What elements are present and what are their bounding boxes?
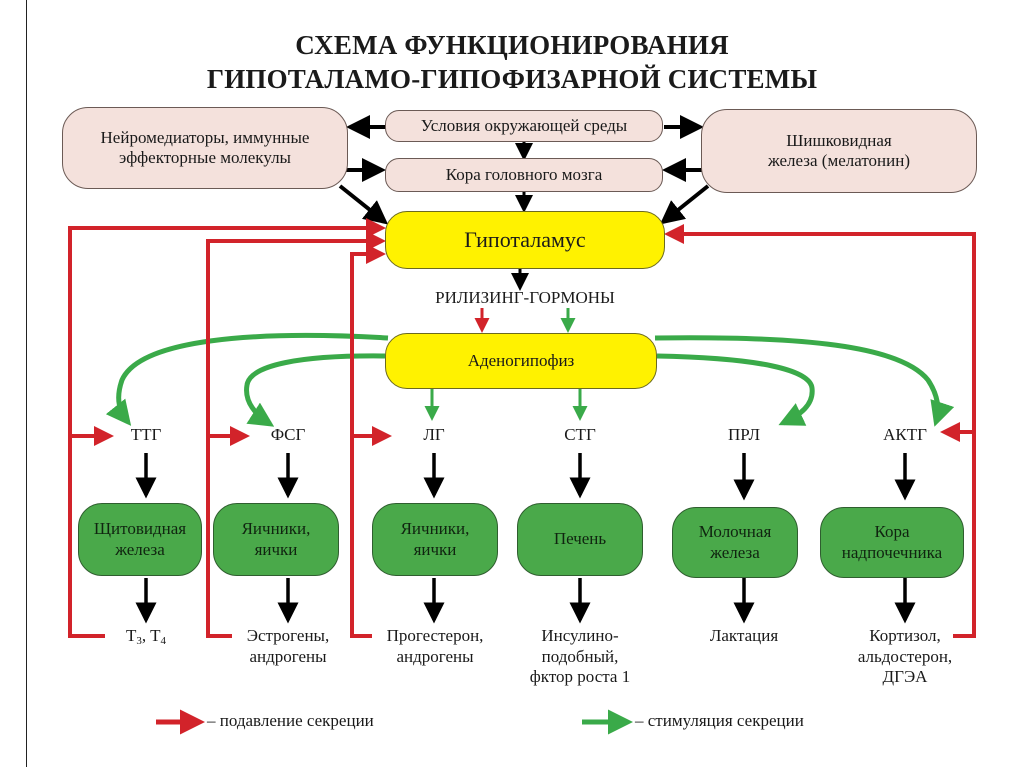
arrow-pineal-to-hypothalamus xyxy=(659,184,710,225)
feedback-loop-adrenal xyxy=(664,224,976,638)
hypothalamus-box: Гипоталамус xyxy=(385,211,665,269)
hormone-ttg: ТТГ xyxy=(130,425,162,444)
gonads-lg-line2: яички xyxy=(413,539,457,559)
pineal-line2: железа (мелатонин) xyxy=(767,151,911,170)
liver-box: Печень xyxy=(517,503,643,576)
arrow-neuro-to-hypothalamus xyxy=(338,184,389,225)
adrenal-line1: Кора xyxy=(874,522,910,542)
legend-stimulation-label: – стимуляция секреции xyxy=(635,711,804,730)
gonads-fsg-line2: яички xyxy=(254,539,298,559)
hormone-lg: ЛГ xyxy=(423,425,445,444)
adenohypophysis-box: Аденогипофиз xyxy=(385,333,657,389)
frame-border-line xyxy=(26,0,27,767)
releasing-hormones-label: РИЛИЗИНГ-ГОРМОНЫ xyxy=(435,288,615,307)
axis-arrows xyxy=(135,453,916,624)
stim-arrow-prl xyxy=(656,353,815,426)
hormone-prl: ПРЛ xyxy=(728,425,760,444)
mammary-line1: Молочная xyxy=(698,522,772,542)
feedback-loop-gonads-lg xyxy=(350,244,386,638)
cortex-box: Кора головного мозга xyxy=(385,158,663,192)
liver-label: Печень xyxy=(553,529,607,549)
product-prl: Лактация xyxy=(709,626,779,645)
hormone-stg: СТГ xyxy=(564,425,596,444)
mammary-box: Молочная железа xyxy=(672,507,798,578)
neuro-line1: Нейромедиаторы, иммунные xyxy=(100,127,310,147)
neuro-immune-box: Нейромедиаторы, иммунные эффекторные мол… xyxy=(62,107,348,189)
product-fsg: Эстрогены, андрогены xyxy=(246,626,330,666)
thyroid-box: Щитовидная железа xyxy=(78,503,202,576)
pineal-box: Шишковидная железа (мелатонин) xyxy=(701,109,977,193)
environment-box: Условия окружающей среды xyxy=(385,110,663,142)
cortex-label: Кора головного мозга xyxy=(445,164,603,184)
gonads-fsg-box: Яичники, яички xyxy=(213,503,339,576)
hormone-fsg: ФСГ xyxy=(270,425,306,444)
product-lg: Прогестерон, андрогены xyxy=(386,626,484,666)
gonads-lg-line1: Яичники, xyxy=(400,519,470,539)
product-stg: Инсулино- подобный, фктор роста 1 xyxy=(529,626,631,687)
adrenal-line2: надпочечника xyxy=(841,542,943,562)
hypothalamus-label: Гипоталамус xyxy=(464,226,586,252)
gonads-lg-box: Яичники, яички xyxy=(372,503,498,576)
gonads-fsg-line1: Яичники, xyxy=(241,519,311,539)
thyroid-line2: железа xyxy=(115,539,165,559)
product-thyroid: T3, T4 xyxy=(126,626,166,647)
stim-arrow-fsg xyxy=(244,353,386,427)
diagram-title-line2: ГИПОТАЛАМО-ГИПОФИЗАРНОЙ СИСТЕМЫ xyxy=(206,64,818,94)
feedback-loop-thyroid xyxy=(68,218,386,638)
environment-label: Условия окружающей среды xyxy=(420,115,628,135)
input-arrows xyxy=(338,115,710,291)
legend-suppression-label: – подавление секреции xyxy=(207,711,374,730)
product-aktg: Кортизол, альдостерон, ДГЭА xyxy=(857,626,953,687)
stimulation-arrows xyxy=(105,332,955,427)
feedback-loop-gonads-fsg xyxy=(206,231,386,638)
neuro-line2: эффекторные молекулы xyxy=(119,148,291,167)
thyroid-line1: Щитовидная xyxy=(93,519,187,539)
hormone-aktg: АКТГ xyxy=(883,425,927,444)
pineal-line1: Шишковидная xyxy=(786,130,892,150)
suppression-loops xyxy=(68,218,976,638)
adenohypophysis-label: Аденогипофиз xyxy=(467,350,575,370)
adrenal-box: Кора надпочечника xyxy=(820,507,964,578)
diagram-title-line1: СХЕМА ФУНКЦИОНИРОВАНИЯ xyxy=(295,30,729,60)
stim-arrow-aktg xyxy=(654,335,955,427)
mammary-line2: железа xyxy=(710,542,760,562)
stim-arrow-ttg xyxy=(105,332,389,426)
